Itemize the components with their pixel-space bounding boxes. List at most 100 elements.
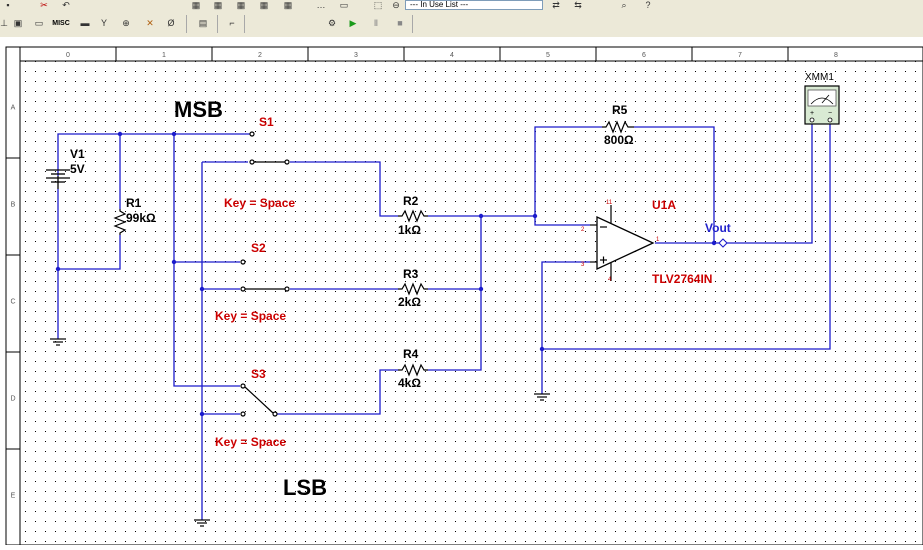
ruler-column-label: 3: [354, 52, 358, 59]
show-border-icon[interactable]: ▦: [213, 0, 223, 10]
s2-ref: S2: [251, 241, 266, 255]
search-icon[interactable]: ⌕: [621, 0, 627, 10]
place-ttl-icon[interactable]: ▭: [34, 17, 44, 28]
resistor-r3[interactable]: [398, 282, 428, 296]
toolbar-separator: [412, 15, 413, 33]
opamp-pin-out: 1: [656, 237, 660, 243]
save-icon[interactable]: ▪: [6, 0, 10, 10]
ruler-column-label: 0: [66, 52, 70, 59]
resistor-r5[interactable]: [602, 120, 634, 134]
multimeter-xmm1[interactable]: + −: [804, 85, 840, 125]
v1-ref: V1: [70, 147, 85, 161]
grapher-icon[interactable]: ▦: [283, 0, 293, 10]
r5-ref: R5: [612, 103, 628, 117]
r1-ref: R1: [126, 196, 142, 210]
battery-v1[interactable]: [46, 169, 70, 189]
toolbar-separator: [186, 15, 187, 33]
switch-s3[interactable]: [240, 383, 278, 417]
component-list-icon[interactable]: ▦: [259, 0, 269, 10]
r3-value: 2kΩ: [398, 295, 421, 309]
r2-value: 1kΩ: [398, 223, 421, 237]
wire-r1-bottom: [58, 235, 121, 270]
sheet-border: [5, 46, 923, 546]
r3-ref: R3: [403, 267, 419, 281]
show-page-icon[interactable]: ▦: [236, 0, 246, 10]
wire-feedback-left: [534, 126, 602, 216]
resistor-r2[interactable]: [398, 209, 428, 223]
wire-s1-to-r2: [290, 161, 398, 217]
step-icon[interactable]: ⌐: [229, 18, 235, 28]
opamp-part: TLV2764IN: [652, 272, 712, 286]
v1-value: 5V: [70, 162, 85, 176]
in-use-list-dropdown[interactable]: --- In Use List ---: [405, 0, 543, 10]
lsb-title: LSB: [283, 475, 327, 500]
ground-icon: [50, 338, 66, 346]
wire-feedback-right: [634, 126, 715, 243]
svg-text:−: −: [828, 110, 832, 117]
ruler-column-label: 5: [546, 52, 550, 59]
undo-icon[interactable]: ↶: [62, 0, 70, 10]
cut-icon[interactable]: ✂: [40, 0, 48, 10]
wire-inv-input: [534, 216, 590, 226]
switch-s2[interactable]: [240, 259, 290, 292]
stop-icon[interactable]: ■: [397, 18, 403, 28]
ruler-column-label: 8: [834, 52, 838, 59]
meter-ref: XMM1: [805, 72, 834, 83]
switch-s1[interactable]: [249, 131, 290, 165]
misc-icon[interactable]: MISC: [52, 15, 70, 31]
database-icon[interactable]: ⬚: [373, 0, 383, 10]
opamp-pin-minus: 2: [581, 227, 585, 233]
resistor-r4[interactable]: [398, 363, 428, 377]
msb-title: MSB: [174, 97, 223, 122]
antenna-icon[interactable]: Y: [100, 18, 107, 28]
postprocessor-icon[interactable]: ▭: [339, 0, 349, 10]
power-source-icon[interactable]: ⊥: [0, 17, 8, 28]
opamp-u1a[interactable]: [590, 205, 655, 281]
indicator-icon[interactable]: ▬: [80, 18, 90, 28]
wire-to-meter-plus: [727, 120, 813, 244]
s2-key: Key = Space: [215, 309, 286, 323]
wire-meter-minus: [542, 120, 831, 350]
lock-icon[interactable]: ⊖: [392, 0, 400, 10]
run-icon[interactable]: ▶: [349, 17, 357, 28]
r1-value: 99kΩ: [126, 211, 156, 225]
vout-connector[interactable]: [718, 238, 728, 248]
wire-r4-out: [428, 216, 482, 371]
opamp-pin-plus: 3: [581, 262, 585, 268]
electromech-icon[interactable]: ✕: [146, 17, 154, 28]
svg-text:+: +: [810, 110, 814, 117]
ruler-column-label: 2: [258, 52, 262, 59]
toolbar-separator: [217, 15, 218, 33]
component-toolbar: ⊥ ▣ ▭ MISC ▬ Y ⊕ ✕ Ø ▤ ⌐ ⚙ ▶ Ⅱ ■: [0, 12, 923, 38]
place-basic-icon[interactable]: ▣: [13, 17, 23, 28]
toolbar-separator: [244, 15, 245, 33]
ruler-column-label: 1: [162, 52, 166, 59]
junction-dots: [55, 131, 717, 417]
ruler-column-label: 6: [642, 52, 646, 59]
s3-ref: S3: [251, 367, 266, 381]
connector-icon[interactable]: ▤: [198, 17, 208, 28]
back-annotate-icon[interactable]: ⇄: [552, 0, 560, 10]
opamp-ref: U1A: [652, 198, 676, 212]
ruler-row-label: A: [11, 105, 16, 112]
wire-vcc-vertical: [173, 134, 240, 387]
r4-value: 4kΩ: [398, 376, 421, 390]
more-icon[interactable]: …: [316, 0, 326, 10]
help-icon[interactable]: ?: [645, 0, 651, 10]
forward-annotate-icon[interactable]: ⇆: [574, 0, 582, 10]
resistor-r1[interactable]: [113, 209, 127, 235]
ruler-column-label: 7: [738, 52, 742, 59]
show-grid-icon[interactable]: ▦: [191, 0, 201, 10]
s1-key: Key = Space: [224, 196, 295, 210]
mixed-icon[interactable]: ⊕: [122, 17, 130, 28]
run-settings-icon[interactable]: ⚙: [327, 17, 337, 28]
ruler-row-label: E: [11, 493, 16, 500]
ladder-icon[interactable]: Ø: [167, 18, 175, 28]
vout-label: Vout: [705, 221, 731, 235]
wire-top-rail: [57, 133, 252, 176]
pause-icon[interactable]: Ⅱ: [373, 17, 379, 28]
ruler-row-label: B: [11, 202, 16, 209]
r2-ref: R2: [403, 194, 419, 208]
